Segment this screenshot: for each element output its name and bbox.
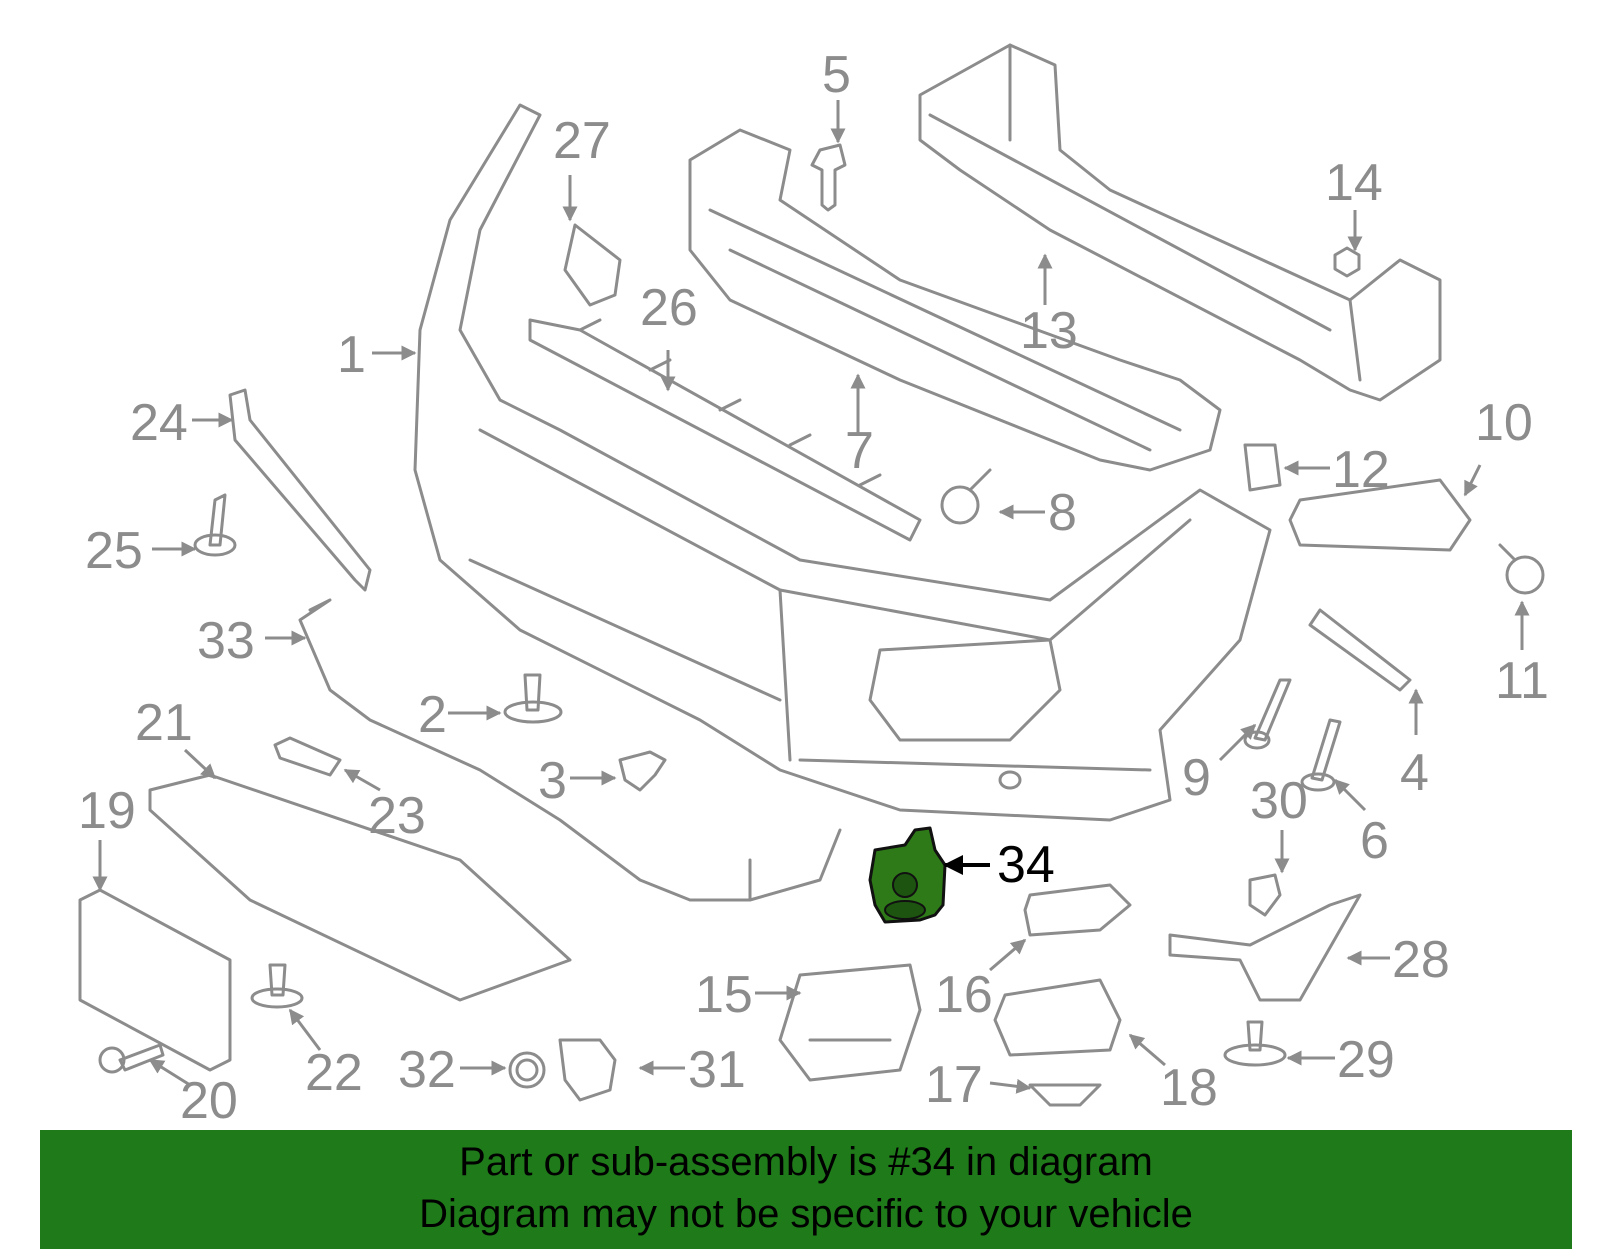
part-28-bracket — [1168, 893, 1362, 1002]
part-21-lower-cover — [148, 773, 572, 1002]
callout-18: 18 — [1160, 1059, 1218, 1117]
callout-1: 1 — [337, 326, 366, 384]
callout-34: 34 — [997, 836, 1055, 894]
banner-line-2: Diagram may not be specific to your vehi… — [419, 1192, 1193, 1236]
leader-lines — [92, 100, 1530, 1094]
part-17-cap — [1028, 1083, 1102, 1107]
part-10-trim — [1288, 478, 1472, 552]
part-27-bracket — [563, 223, 622, 307]
part-12-clip — [1243, 443, 1282, 492]
callout-labels: 1 2 3 4 5 6 7 8 9 10 11 12 13 14 15 16 1… — [78, 46, 1549, 1130]
callout-9: 9 — [1182, 749, 1211, 807]
callout-25: 25 — [85, 522, 143, 580]
part-18-cover — [993, 978, 1122, 1057]
callout-8: 8 — [1048, 484, 1077, 542]
callout-15: 15 — [695, 966, 753, 1024]
part-1-bumper-cover — [413, 103, 1272, 822]
banner-line-1: Part or sub-assembly is #34 in diagram — [459, 1140, 1153, 1184]
part-33-wiring-harness — [298, 598, 842, 902]
callout-22: 22 — [305, 1044, 363, 1102]
callout-24: 24 — [130, 394, 188, 452]
part-34-parking-sensor[interactable] — [868, 826, 947, 924]
callout-19: 19 — [78, 782, 136, 840]
part-7-energy-absorber — [688, 128, 1222, 472]
callout-20: 20 — [180, 1072, 238, 1130]
part-15-grille — [778, 963, 922, 1082]
part-4-strip — [1308, 608, 1412, 692]
part-26-bracket — [528, 318, 922, 542]
callout-7: 7 — [845, 422, 874, 480]
part-16-bracket — [1023, 883, 1132, 937]
fasteners — [98, 143, 1545, 1102]
callout-16: 16 — [935, 966, 993, 1024]
callout-5: 5 — [822, 46, 851, 104]
callout-6: 6 — [1360, 812, 1389, 870]
part-19-license-bracket — [78, 888, 232, 1072]
callout-21: 21 — [135, 694, 193, 752]
callout-2: 2 — [418, 686, 447, 744]
callout-3: 3 — [538, 752, 567, 810]
callout-27: 27 — [553, 112, 611, 170]
callout-17: 17 — [925, 1056, 983, 1114]
callout-28: 28 — [1392, 931, 1450, 989]
part-24-bracket — [228, 388, 372, 592]
parts-diagram: 1 2 3 4 5 6 7 8 9 10 11 12 13 14 15 16 1… — [78, 43, 1549, 1130]
info-banner: Part or sub-assembly is #34 in diagram D… — [40, 1130, 1572, 1249]
callout-12: 12 — [1332, 441, 1390, 499]
part-23-clip — [273, 736, 342, 777]
callout-33: 33 — [197, 612, 255, 670]
callout-14: 14 — [1325, 154, 1383, 212]
callout-26: 26 — [640, 279, 698, 337]
callout-31: 31 — [688, 1041, 746, 1099]
callout-10: 10 — [1475, 394, 1533, 452]
callout-30: 30 — [1250, 772, 1308, 830]
callout-23: 23 — [368, 787, 426, 845]
callout-32: 32 — [398, 1041, 456, 1099]
part-13-reinforcement-beam — [918, 43, 1442, 402]
callout-4: 4 — [1400, 744, 1429, 802]
callout-29: 29 — [1337, 1031, 1395, 1089]
callout-11: 11 — [1495, 652, 1549, 710]
callout-13: 13 — [1020, 302, 1078, 360]
